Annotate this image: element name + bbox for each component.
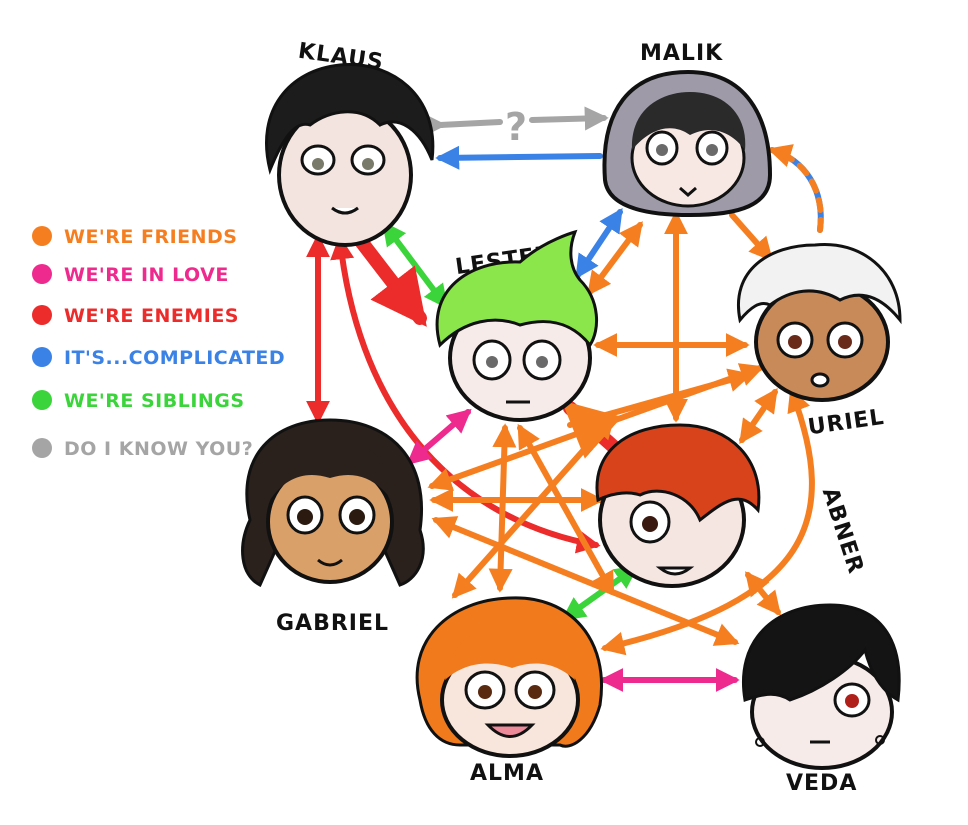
legend-item-unknown: DO I KNOW YOU? xyxy=(32,438,253,460)
legend-label-enemies: WE'RE ENEMIES xyxy=(64,305,239,327)
legend-dot-siblings xyxy=(32,390,52,410)
arrow-malik-lester-friends xyxy=(587,221,643,296)
arrow-malik-uriel-friends xyxy=(729,212,774,262)
legend-dot-friends xyxy=(32,226,52,246)
arrow-lester-uriel-diag xyxy=(567,368,753,428)
legend: WE'RE FRIENDS WE'RE IN LOVE WE'RE ENEMIE… xyxy=(32,226,285,460)
name-abner: ABNER xyxy=(817,485,868,578)
pupil-right-lester xyxy=(536,356,548,368)
earring-right-veda xyxy=(875,735,885,745)
arrow-gabriel-alma-friends xyxy=(428,480,430,588)
pupil-right-uriel xyxy=(838,335,852,349)
arrow-klaus-malik-unknown-2 xyxy=(529,106,609,131)
pupil-right-malik xyxy=(706,144,718,156)
hair-abner xyxy=(595,423,761,523)
name-veda: VEDA xyxy=(786,771,857,796)
name-gabriel: GABRIEL xyxy=(276,611,389,636)
legend-label-friends: WE'RE FRIENDS xyxy=(64,226,238,248)
arrow-abner-veda-friends xyxy=(744,571,782,616)
name-uriel: URIEL xyxy=(806,405,886,440)
legend-label-complicated: IT'S...COMPLICATED xyxy=(64,347,285,369)
pupil-right-veda xyxy=(845,694,859,708)
character-malik: MALIK xyxy=(602,41,773,218)
legend-dot-enemies xyxy=(32,305,52,325)
pupil-left-abner xyxy=(642,516,658,532)
pupil-left-uriel xyxy=(788,335,802,349)
character-veda: VEDA xyxy=(742,603,901,796)
legend-item-enemies: WE'RE ENEMIES xyxy=(32,305,239,327)
legend-item-complicated: IT'S...COMPLICATED xyxy=(32,347,285,369)
pupil-left-gabriel xyxy=(297,509,313,525)
arrow-klaus-lester-enemies xyxy=(353,233,427,327)
hair-lester xyxy=(435,229,599,348)
arrows-layer: ? xyxy=(306,105,824,692)
arrow-lester-malik-complicated xyxy=(575,208,623,279)
legend-item-love: WE'RE IN LOVE xyxy=(32,264,229,286)
hair-front-gabriel xyxy=(269,438,392,500)
legend-label-love: WE'RE IN LOVE xyxy=(64,264,229,286)
bangs-alma xyxy=(445,625,575,680)
mouth-gabriel xyxy=(317,558,343,567)
pupil-right-gabriel xyxy=(349,509,365,525)
pupil-left-alma xyxy=(478,685,492,699)
mouth-abner xyxy=(655,566,695,576)
character-abner: ABNER xyxy=(595,423,868,588)
character-alma: ALMA xyxy=(415,596,603,786)
hair-klaus xyxy=(265,63,435,175)
pupil-right-klaus xyxy=(362,158,374,170)
arrow-lester-gabriel-love xyxy=(406,408,472,466)
pupil-right-alma xyxy=(528,685,542,699)
character-uriel: URIEL xyxy=(737,242,902,440)
name-malik: MALIK xyxy=(640,41,723,66)
legend-dot-love xyxy=(32,264,52,284)
legend-dot-unknown xyxy=(32,438,52,458)
mouth-malik xyxy=(679,186,697,197)
character-gabriel: GABRIEL xyxy=(241,418,425,636)
name-alma: ALMA xyxy=(470,761,544,786)
earring-left-veda xyxy=(755,737,765,747)
arrow-malik-klaus-complicated xyxy=(435,145,603,170)
arrow-klaus-malik-unknown xyxy=(437,119,503,128)
hair-uriel xyxy=(737,242,902,325)
character-klaus: KLAUS xyxy=(265,39,435,247)
hair-veda xyxy=(742,603,901,703)
mouth-klaus xyxy=(331,206,359,215)
legend-item-friends: WE'RE FRIENDS xyxy=(32,226,238,248)
legend-item-siblings: WE'RE SIBLINGS xyxy=(32,390,245,412)
legend-label-siblings: WE'RE SIBLINGS xyxy=(64,390,245,412)
mouth-uriel xyxy=(810,372,830,388)
character-lester: LESTER xyxy=(435,229,599,422)
arrow-abner-gabriel-cross xyxy=(451,414,616,599)
hair-malik xyxy=(631,92,746,150)
arrow-uriel-abner-friends xyxy=(739,388,778,444)
arrow-lester-alma-friends xyxy=(488,423,517,593)
legend-dot-complicated xyxy=(32,347,52,367)
legend-label-unknown: DO I KNOW YOU? xyxy=(64,438,253,460)
pupil-left-lester xyxy=(486,356,498,368)
mouth-alma xyxy=(484,723,536,738)
arrow-malik-uriel-mixed-orange xyxy=(767,144,824,233)
question-mark: ? xyxy=(505,105,527,149)
pupil-left-malik xyxy=(656,144,668,156)
pupil-left-klaus xyxy=(312,158,324,170)
